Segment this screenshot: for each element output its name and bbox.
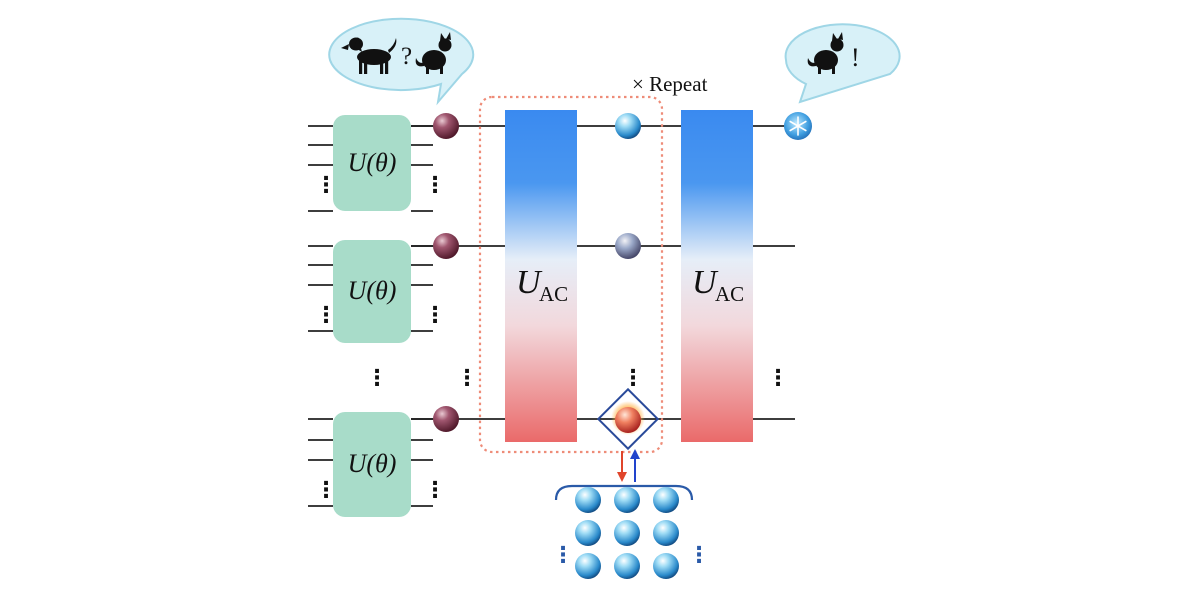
uac-block-2: U AC xyxy=(681,110,753,442)
bubble-right: ! xyxy=(784,23,901,104)
qubit-reservoir xyxy=(575,487,679,579)
qubit-slate xyxy=(615,233,641,259)
gate-ellipses: ⋮ ⋮ ⋮ ⋮ ⋮ ⋮ ⋮ ⋮ ⋮ ⋮ xyxy=(315,173,789,503)
reservoir-qubit xyxy=(575,520,601,546)
uac-block-1: U AC xyxy=(505,110,577,442)
gate-u-theta-1: U(θ) xyxy=(333,115,411,211)
reservoir-qubit xyxy=(575,487,601,513)
qubit-maroon xyxy=(433,113,459,139)
cat-icon xyxy=(415,32,452,74)
uac-label-sub: AC xyxy=(539,282,568,306)
exchange-arrows xyxy=(617,449,640,482)
reservoir-qubit xyxy=(575,553,601,579)
ellipsis-dots: ⋮ xyxy=(424,303,446,328)
ellipsis-dots: ⋮ xyxy=(315,303,337,328)
qubit-maroon xyxy=(433,406,459,432)
ellipsis-dots: ⋮ xyxy=(456,366,478,391)
ellipsis-dots: ⋮ xyxy=(366,366,388,391)
reservoir-qubit xyxy=(614,553,640,579)
ellipsis-dots: ⋮ xyxy=(552,543,574,568)
snowflake-icon xyxy=(789,116,807,136)
repeat-label: × Repeat xyxy=(632,72,708,96)
qubit-maroon xyxy=(433,233,459,259)
bubble-left-punct: ? xyxy=(401,43,412,70)
ellipsis-dots: ⋮ xyxy=(767,366,789,391)
qubit-blue xyxy=(615,113,641,139)
reservoir-qubit xyxy=(653,487,679,513)
reservoir-qubit xyxy=(653,553,679,579)
ellipsis-dots: ⋮ xyxy=(315,173,337,198)
gate-u-theta-3: U(θ) xyxy=(333,412,411,517)
bubble-right-punct: ! xyxy=(851,43,860,72)
ellipsis-dots: ⋮ xyxy=(424,173,446,198)
ellipsis-dots: ⋮ xyxy=(424,478,446,503)
circuit-wires xyxy=(308,125,795,507)
uac-label-main: U xyxy=(692,264,719,301)
cat-icon xyxy=(807,32,844,74)
reservoir-qubit xyxy=(614,487,640,513)
reservoir-qubit xyxy=(653,520,679,546)
refresh-diamond xyxy=(596,387,660,451)
reservoir-brace xyxy=(554,484,694,501)
uac-label-main: U xyxy=(516,264,543,301)
bubble-left: ? xyxy=(328,17,475,106)
gate-label: U(θ) xyxy=(348,449,397,478)
gate-u-theta-2: U(θ) xyxy=(333,240,411,343)
repeat-box xyxy=(478,95,664,454)
gate-label: U(θ) xyxy=(348,148,397,177)
uac-label-sub: AC xyxy=(715,282,744,306)
ellipsis-dots: ⋮ xyxy=(315,478,337,503)
qubit-red xyxy=(615,407,641,433)
snowflake-qubit xyxy=(784,112,812,140)
ellipsis-dots: ⋮ xyxy=(688,543,710,568)
dog-icon xyxy=(341,37,397,74)
ellipsis-dots: ⋮ xyxy=(622,366,644,391)
reservoir-qubit xyxy=(614,520,640,546)
gate-label: U(θ) xyxy=(348,276,397,305)
